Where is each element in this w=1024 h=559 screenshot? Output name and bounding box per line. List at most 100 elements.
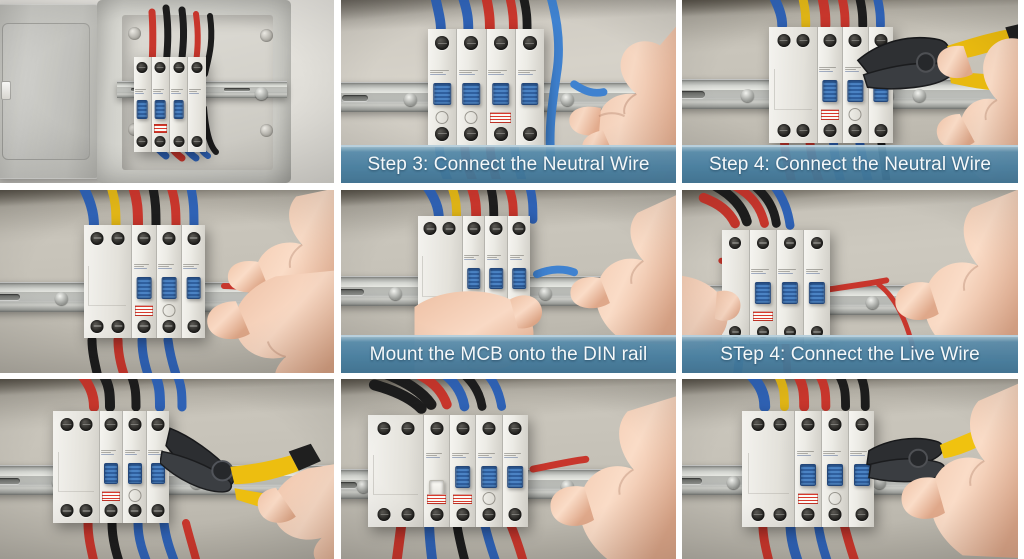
mcb-terminal-top xyxy=(512,222,526,236)
mcb-terminal-bottom xyxy=(493,126,508,141)
panel-vignette xyxy=(682,379,1018,559)
mcb-spec-text xyxy=(100,445,121,460)
mcb-toggle-switch xyxy=(186,276,201,299)
mcb-terminal-bottom xyxy=(456,508,470,522)
mcb-terminal-top xyxy=(729,237,742,250)
mcb-terminal-bottom xyxy=(162,319,176,333)
mcb-test-ring xyxy=(482,492,496,506)
mcb-wiring-diagram xyxy=(88,265,127,307)
hand-lower xyxy=(207,270,334,373)
mcb-terminal-top xyxy=(456,421,470,435)
mcb-toggle-switch xyxy=(136,276,152,299)
mcb-spec-text xyxy=(459,64,484,79)
mcb-terminal-bottom xyxy=(828,507,842,521)
mcb-spec-text xyxy=(517,64,543,79)
mcb-toggle-switch xyxy=(521,83,539,106)
mcb-terminal-bottom xyxy=(377,508,391,522)
collage-cell-6: STep 4: Connect the Live Wire xyxy=(676,183,1018,373)
rail-hole xyxy=(741,89,755,103)
mcb-toggle-switch xyxy=(481,466,497,488)
mcb-wiring-diagram xyxy=(57,451,95,492)
mcb-spec-text xyxy=(152,85,168,97)
mcb-pole xyxy=(188,56,206,152)
mcb-terminal-top xyxy=(401,421,415,435)
mcb-terminal-top xyxy=(104,418,118,432)
mcb-pole xyxy=(170,56,189,152)
mcb-toggle-switch xyxy=(847,80,864,103)
mcb-spec-text xyxy=(124,445,145,460)
mcb-toggle-switch xyxy=(136,100,148,119)
mcb-toggle-switch xyxy=(155,100,166,119)
mcb-toggle-switch xyxy=(507,466,523,488)
mcb-terminal-top xyxy=(464,36,479,51)
collage-cell-8 xyxy=(334,373,676,559)
mcb-red-label xyxy=(798,493,818,504)
mcb-red-label xyxy=(102,490,120,501)
mcb-spec-text xyxy=(509,250,529,265)
mcb-spec-text xyxy=(429,64,455,79)
mcb-spec-text xyxy=(819,62,841,77)
mcb-terminal-top xyxy=(430,421,444,435)
mcb-terminal-top xyxy=(173,62,185,74)
mcb-pole xyxy=(53,411,100,523)
mcb-terminal-bottom xyxy=(874,123,888,137)
mcb-terminal-top xyxy=(79,418,93,432)
mcb-toggle-switch xyxy=(433,83,451,106)
mcb-toggle-switch xyxy=(754,282,771,304)
mcb-terminal-top xyxy=(828,418,842,432)
mcb-pole xyxy=(83,224,133,339)
rail-slot xyxy=(341,481,358,488)
rail-slot xyxy=(342,94,369,102)
mcb-test-ring xyxy=(848,107,862,121)
caption-text: STep 4: Connect the Live Wire xyxy=(720,344,980,365)
mcb-terminal-bottom xyxy=(151,504,165,518)
mcb-terminal-top xyxy=(493,36,508,51)
mcb-red-label xyxy=(134,305,154,316)
mcb-spec-text xyxy=(158,259,179,274)
mcb-pole xyxy=(476,415,503,527)
rail-slot xyxy=(341,288,365,295)
mcb-spec-text xyxy=(796,446,820,461)
panel-3-caption-bar: Step 4: Connect the Neutral Wire xyxy=(682,145,1018,183)
mcb-terminal-bottom xyxy=(848,123,862,137)
collage-cell-5: Mount the MCB onto the DIN rail xyxy=(334,183,676,373)
mcb-pole xyxy=(457,29,487,147)
panel-3-connect-neutral-pliers: Step 4: Connect the Neutral Wire xyxy=(682,0,1018,183)
mcb-terminal-bottom xyxy=(137,319,151,333)
mcb-terminal-bottom xyxy=(522,126,537,141)
mcb-terminal-top xyxy=(777,34,791,48)
mcb-terminal-top xyxy=(751,418,765,432)
mcb-pole xyxy=(151,56,171,152)
mcb-pole xyxy=(795,411,822,527)
mcb-spec-text xyxy=(189,85,204,97)
mcb-terminal-top xyxy=(811,237,824,250)
collage-cell-3: Step 4: Connect the Neutral Wire xyxy=(676,0,1018,183)
mcb-pole xyxy=(181,224,206,339)
mcb-terminal-bottom xyxy=(751,507,765,521)
hand-right xyxy=(895,190,1018,361)
mcb-pole xyxy=(146,411,170,523)
mcb-spec-text xyxy=(463,250,483,265)
mcb-terminal-top xyxy=(467,222,481,236)
mounting-screw-br xyxy=(260,124,274,138)
mcb-terminal-bottom xyxy=(482,508,496,522)
mcb-toggle-switch xyxy=(826,464,843,487)
mcb-terminal-top xyxy=(162,231,176,245)
mcb-terminal-bottom xyxy=(128,504,142,518)
mcb-toggle-switch xyxy=(151,462,166,484)
panel-4-insert-live-wire xyxy=(0,190,334,373)
mcb-pole xyxy=(804,230,831,344)
mcb-terminal-bottom xyxy=(191,136,203,148)
mcb-pole xyxy=(742,411,796,527)
mcb-pole xyxy=(515,29,545,147)
mcb-toggle-switch xyxy=(161,276,177,299)
mcb-spec-text xyxy=(488,64,513,79)
mcb-wiring-diagram xyxy=(373,455,418,496)
rail-slot xyxy=(682,91,706,98)
mcb-toggle-switch xyxy=(491,83,510,106)
rail-hole xyxy=(403,92,417,106)
rail-slot xyxy=(682,477,702,485)
mcb-terminal-top xyxy=(855,418,869,432)
hand xyxy=(550,396,676,559)
mcb-terminal-top xyxy=(823,34,837,48)
